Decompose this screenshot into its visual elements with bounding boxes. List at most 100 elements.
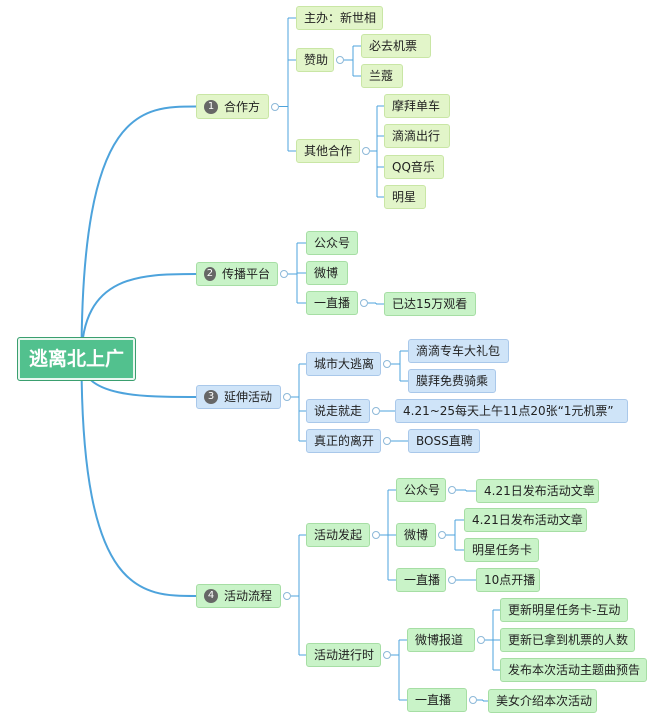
node-label: 滴滴专车大礼包 [416,344,501,358]
branch-number-badge: 4 [204,589,218,603]
node-label: 活动进行时 [314,648,375,662]
node-label: 公众号 [314,236,351,250]
node-label: 4.21日发布活动文章 [472,513,583,527]
collapse-toggle-icon[interactable] [283,592,291,600]
subtopic-node[interactable]: 滴滴出行 [384,124,450,148]
collapse-toggle-icon[interactable] [383,651,391,659]
node-label: 美女介绍本次活动 [496,694,593,708]
collapse-toggle-icon[interactable] [283,393,291,401]
subtopic-node[interactable]: 微博报道 [407,628,475,652]
node-label: 城市大逃离 [314,357,375,371]
topic-node[interactable]: 其他合作 [296,139,360,163]
node-label: QQ音乐 [392,160,435,174]
node-label: 明星 [392,190,417,204]
branch-node[interactable]: 3 延伸活动 [196,385,281,409]
topic-node[interactable]: 活动进行时 [306,643,381,667]
node-label: 说走就走 [314,404,363,418]
subtopic-node[interactable]: 兰蔻 [361,64,403,88]
subtopic-node[interactable]: 微博 [396,523,436,547]
node-label: 微博 [314,266,339,280]
node-label: 膜拜免费骑乘 [416,374,489,388]
collapse-toggle-icon[interactable] [383,437,391,445]
collapse-toggle-icon[interactable] [372,407,380,415]
topic-node[interactable]: 主办：新世相 [296,6,383,30]
collapse-toggle-icon[interactable] [383,360,391,368]
node-label: 更新已拿到机票的人数 [508,633,629,647]
topic-node[interactable]: 说走就走 [306,399,370,423]
collapse-toggle-icon[interactable] [336,56,344,64]
branch-number-badge: 2 [204,267,216,281]
node-label: 明星任务卡 [472,543,533,557]
node-label: 摩拜单车 [392,99,441,113]
connector-line [80,273,197,360]
subtopic-node[interactable]: 4.21~25每天上午11点20张“1元机票” [395,399,628,423]
subtopic-node[interactable]: 膜拜免费骑乘 [408,369,496,393]
node-label: 4.21~25每天上午11点20张“1元机票” [403,404,614,418]
collapse-toggle-icon[interactable] [448,576,456,584]
node-label: 活动流程 [224,589,273,603]
subtopic-node[interactable]: 明星任务卡 [464,538,539,562]
subtopic-node[interactable]: 明星 [384,185,426,209]
node-label: 必去机票 [369,39,418,53]
subtopic-node[interactable]: BOSS直聘 [408,429,480,453]
subtopic-node[interactable]: 更新明星任务卡-互动 [500,598,628,622]
node-label: 一直播 [404,573,441,587]
node-label: 一直播 [415,693,452,707]
node-label: 一直播 [314,296,351,310]
node-label: 微博报道 [415,633,464,647]
subtopic-node[interactable]: QQ音乐 [384,155,444,179]
connector-line [80,358,197,597]
subtopic-node[interactable]: 已达15万观看 [384,292,476,316]
branch-number-badge: 3 [204,390,218,404]
collapse-toggle-icon[interactable] [372,531,380,539]
node-label: 滴滴出行 [392,129,441,143]
node-label: 公众号 [404,483,441,497]
collapse-toggle-icon[interactable] [360,299,368,307]
node-label: 发布本次活动主题曲预告 [508,663,641,677]
subtopic-node[interactable]: 4.21日发布活动文章 [476,479,599,503]
topic-node[interactable]: 赞助 [296,48,334,72]
subtopic-node[interactable]: 更新已拿到机票的人数 [500,628,635,652]
branch-node[interactable]: 4 活动流程 [196,584,281,608]
subtopic-node[interactable]: 一直播 [407,688,467,712]
node-label: 真正的离开 [314,434,375,448]
topic-node[interactable]: 城市大逃离 [306,352,381,376]
subtopic-node[interactable]: 必去机票 [361,34,431,58]
node-label: 赞助 [304,53,329,67]
connector-line [80,105,197,360]
branch-number-badge: 1 [204,99,218,114]
topic-node[interactable]: 一直播 [306,291,358,315]
node-label: 微博 [404,528,429,542]
branch-node[interactable]: 2 传播平台 [196,262,278,286]
root-topic[interactable]: 逃离北上广 [17,337,136,381]
topic-node[interactable]: 微博 [306,261,348,285]
collapse-toggle-icon[interactable] [477,636,485,644]
subtopic-node[interactable]: 美女介绍本次活动 [488,689,597,713]
subtopic-node[interactable]: 摩拜单车 [384,94,450,118]
collapse-toggle-icon[interactable] [271,102,279,111]
node-label: 兰蔻 [369,69,394,83]
subtopic-node[interactable]: 10点开播 [476,568,540,592]
subtopic-node[interactable]: 4.21日发布活动文章 [464,508,587,532]
node-label: 4.21日发布活动文章 [484,484,595,498]
topic-node[interactable]: 活动发起 [306,523,370,547]
node-label: 已达15万观看 [392,297,468,311]
collapse-toggle-icon[interactable] [362,147,370,155]
collapse-toggle-icon[interactable] [280,270,288,278]
node-label: 更新明星任务卡-互动 [508,603,621,617]
topic-node[interactable]: 真正的离开 [306,429,381,453]
collapse-toggle-icon[interactable] [448,486,456,494]
topic-node[interactable]: 公众号 [306,231,358,255]
collapse-toggle-icon[interactable] [438,531,446,539]
node-label: 其他合作 [304,144,353,158]
node-label: 传播平台 [221,267,270,281]
node-label: 主办：新世相 [304,11,377,25]
subtopic-node[interactable]: 一直播 [396,568,446,592]
subtopic-node[interactable]: 发布本次活动主题曲预告 [500,658,647,682]
subtopic-node[interactable]: 公众号 [396,478,446,502]
subtopic-node[interactable]: 滴滴专车大礼包 [408,339,509,363]
collapse-toggle-icon[interactable] [469,696,477,704]
node-label: 延伸活动 [224,390,273,404]
